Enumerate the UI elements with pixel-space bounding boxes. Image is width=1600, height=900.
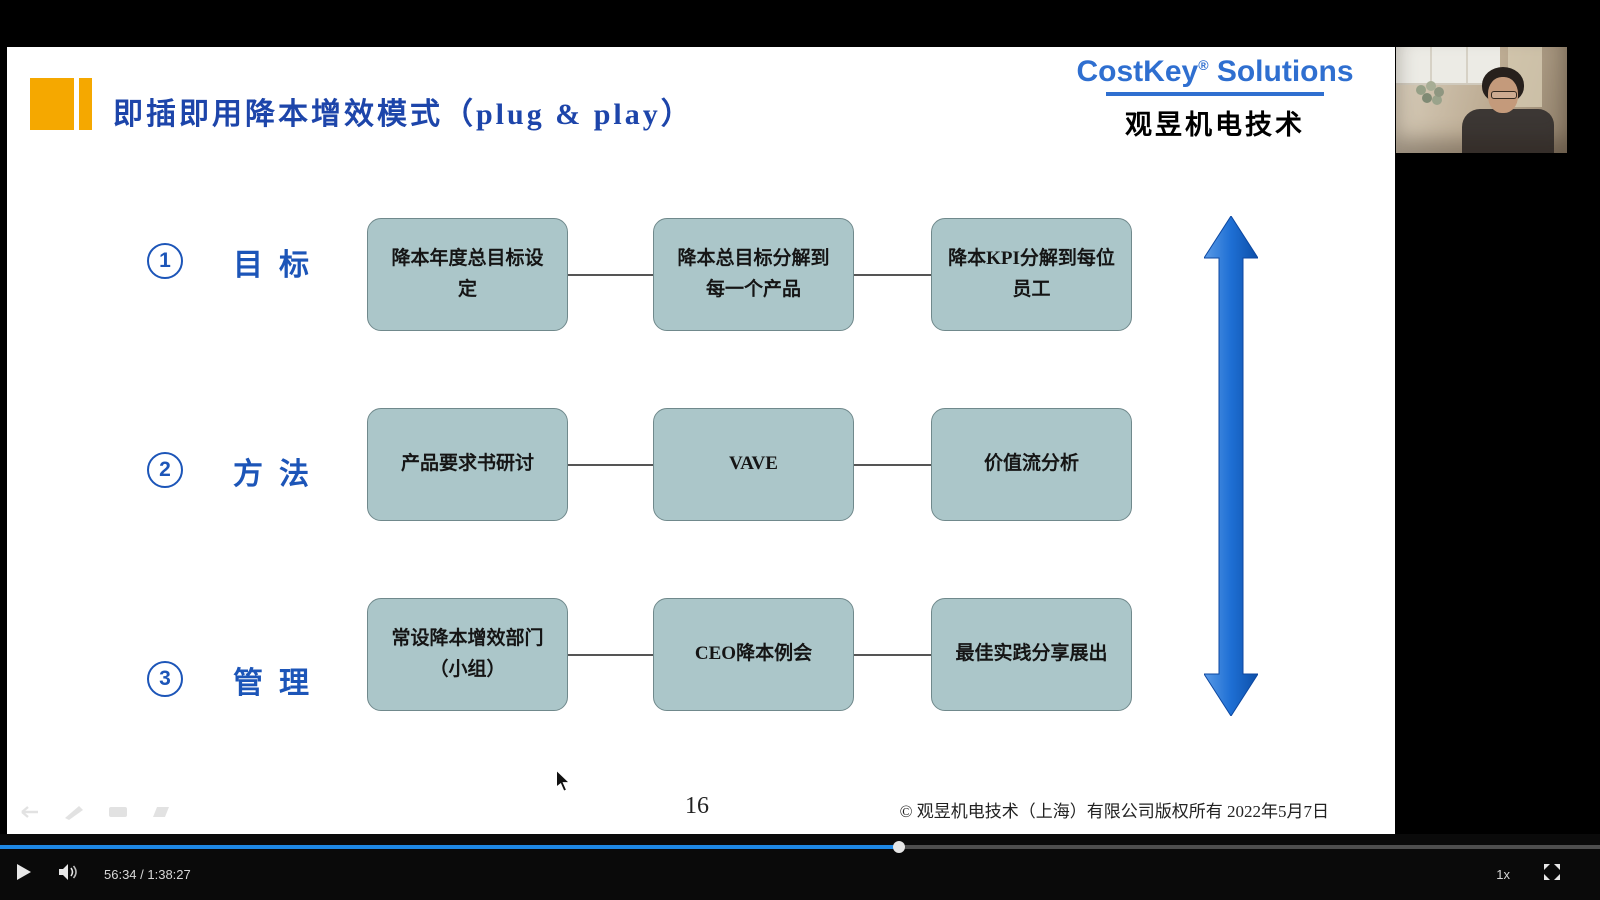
row3-label: 管理 (233, 667, 325, 700)
webcam-cabinet (1396, 47, 1500, 85)
volume-button[interactable] (58, 863, 80, 881)
webcam-video (1396, 47, 1567, 153)
pen-icon[interactable] (61, 803, 87, 821)
flow-box: 价值流分析 (931, 408, 1132, 521)
presentation-slide: 即插即用降本增效模式（plug & play） CostKey® Solutio… (7, 47, 1395, 835)
connector-line (568, 464, 653, 466)
flow-box: 降本总目标分解到每一个产品 (653, 218, 854, 331)
webcam-person-glasses (1491, 91, 1517, 99)
flow-box: 降本年度总目标设定 (367, 218, 568, 331)
brand-suffix-text: Solutions (1208, 55, 1354, 88)
webcam-cabinet-seam (1466, 47, 1468, 83)
player-control-bar: 56:34 / 1:38:27 1x (0, 834, 1600, 900)
play-button[interactable] (16, 863, 32, 881)
brand-company-cn: 观昱机电技术 (1125, 110, 1305, 140)
webcam-vignette (1396, 47, 1567, 153)
brand-block: CostKey® Solutions 观昱机电技术 (1065, 55, 1365, 142)
connector-line (854, 654, 931, 656)
playback-speed-button[interactable]: 1x (1496, 867, 1510, 882)
progress-bar[interactable] (0, 841, 1600, 853)
flow-box: 降本KPI分解到每位员工 (931, 218, 1132, 331)
connector-line (568, 654, 653, 656)
row1-number: 1 (147, 243, 183, 279)
brand-name-text: CostKey (1076, 55, 1199, 88)
flow-box: 常设降本增效部门（小组） (367, 598, 568, 711)
slide-title: 即插即用降本增效模式（plug & play） (113, 98, 694, 131)
annotation-toolbar[interactable] (17, 803, 175, 821)
webcam-person-face (1488, 77, 1518, 113)
highlighter-icon[interactable] (105, 803, 131, 821)
double-headed-arrow-icon (1204, 216, 1258, 716)
slide-logo-bar (79, 78, 92, 130)
progress-fill (0, 845, 900, 849)
row2-label: 方法 (233, 458, 325, 491)
connector-line (854, 274, 931, 276)
flow-box: CEO降本例会 (653, 598, 854, 711)
slide-copyright: © 观昱机电技术（上海）有限公司版权所有 2022年5月7日 (899, 802, 1329, 821)
flow-box: 产品要求书研讨 (367, 408, 568, 521)
brand-underline (1106, 92, 1324, 96)
webcam-flowers (1416, 85, 1426, 95)
undo-arrow-icon[interactable] (17, 803, 43, 821)
mouse-cursor (555, 770, 571, 793)
time-display: 56:34 / 1:38:27 (104, 867, 191, 882)
slide-logo-square (30, 78, 74, 130)
row2-number: 2 (147, 452, 183, 488)
row3-number: 3 (147, 661, 183, 697)
registered-mark: ® (1198, 57, 1209, 73)
progress-knob[interactable] (893, 841, 906, 853)
webcam-cabinet-seam (1430, 47, 1432, 83)
flow-box: VAVE (653, 408, 854, 521)
eraser-icon[interactable] (149, 803, 175, 821)
webcam-person-body (1462, 109, 1554, 153)
slide-page-number: 16 (685, 793, 709, 819)
connector-line (568, 274, 653, 276)
row1-label: 目标 (233, 249, 325, 282)
connector-line (854, 464, 931, 466)
flow-box: 最佳实践分享展出 (931, 598, 1132, 711)
fullscreen-button[interactable] (1542, 862, 1562, 882)
brand-name: CostKey® Solutions (1065, 55, 1365, 89)
